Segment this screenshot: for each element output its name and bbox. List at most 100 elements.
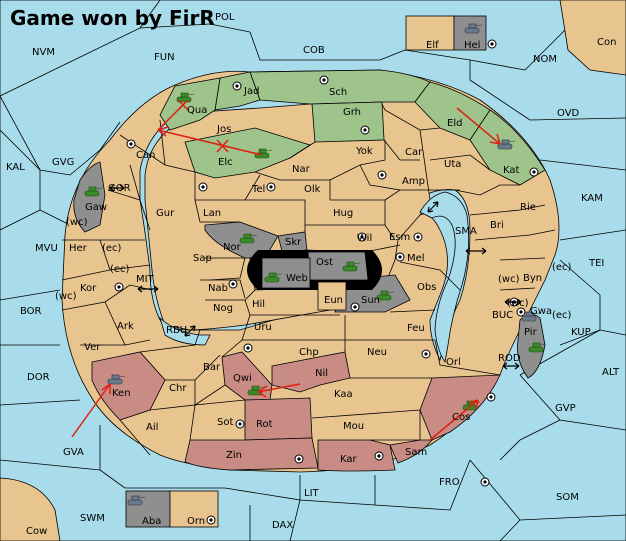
label-Yok: Yok — [355, 146, 373, 157]
label-ALT: ALT — [602, 367, 620, 378]
label-NOM: NOM — [533, 54, 557, 65]
region-Qua[interactable] — [159, 77, 221, 131]
region-labels: NVM FUN COB NOM Con OVD KAL GVG KAM MVU … — [6, 37, 620, 537]
region-Cos[interactable] — [419, 374, 501, 441]
label-Qua: Qua — [187, 105, 207, 116]
label-Esm: Esm — [389, 232, 410, 243]
label-wc: (wc) — [66, 217, 88, 228]
supply-center-Pir — [516, 307, 526, 317]
label-RBU: RBU — [166, 325, 187, 336]
tank-icon — [342, 261, 361, 272]
label-Chr: Chr — [169, 383, 187, 394]
tank-icon — [239, 233, 258, 244]
label-Sun: Sun — [361, 295, 380, 306]
label-Zin: Zin — [226, 450, 242, 461]
tank-icon — [376, 290, 395, 301]
label-Sot: Sot — [217, 417, 233, 428]
label-BUC: BUC — [492, 310, 513, 321]
label-Qwi: Qwi — [233, 373, 252, 384]
supply-center-Esm — [413, 232, 423, 242]
label-Hil: Hil — [252, 299, 265, 310]
tank-icon — [497, 139, 516, 150]
sma-channel — [419, 191, 470, 364]
label-wc: (wc) — [55, 291, 77, 302]
label-LIT: LIT — [304, 488, 320, 499]
label-KAL: KAL — [6, 162, 25, 173]
label-Ost: Ost — [316, 257, 333, 268]
tank-icon — [464, 23, 483, 34]
label-Gwa: Gwa — [530, 306, 552, 317]
label-Uru: Uru — [254, 322, 272, 333]
label-GOR: GOR — [108, 183, 131, 194]
label-Orl: Orl — [446, 357, 461, 368]
tank-icon — [84, 186, 103, 197]
label-wc: (wc) — [498, 274, 520, 285]
label-Feu: Feu — [407, 323, 425, 334]
label-Sap: Sap — [193, 253, 212, 264]
ring-borders — [61, 119, 556, 456]
label-SMA: SMA — [455, 226, 477, 237]
supply-center-Cos — [486, 392, 496, 402]
supply-center-Yok — [377, 170, 387, 180]
label-Sch: Sch — [329, 87, 347, 98]
label-Con: Con — [597, 37, 616, 48]
label-SWM: SWM — [80, 513, 105, 524]
region-Gaw[interactable] — [73, 161, 106, 233]
region-Sam[interactable] — [389, 439, 433, 464]
label-Grh: Grh — [343, 107, 361, 118]
label-Mel: Mel — [407, 253, 425, 264]
label-MIT: MIT — [136, 274, 155, 285]
label-Ken: Ken — [112, 388, 131, 399]
tank-icon — [264, 272, 283, 283]
label-Jos: Jos — [216, 124, 231, 135]
label-Ail: Ail — [146, 422, 158, 433]
region-Kar[interactable] — [317, 439, 396, 472]
label-KUP: KUP — [571, 327, 591, 338]
region-Eld[interactable] — [414, 81, 491, 141]
supply-center-Jad — [232, 81, 242, 91]
label-Kor: Kor — [80, 283, 97, 294]
label-Olk: Olk — [304, 184, 321, 195]
label-Obs: Obs — [417, 282, 436, 293]
label-SOM: SOM — [556, 492, 579, 503]
tank-icon — [528, 342, 547, 353]
label-Wil: Wil — [357, 233, 372, 244]
label-Ark: Ark — [117, 321, 134, 332]
region-Cow[interactable] — [0, 477, 61, 541]
label-Neu: Neu — [367, 347, 387, 358]
label-Nar: Nar — [292, 164, 311, 175]
label-Bri: Bri — [490, 220, 504, 231]
region-Hel[interactable] — [453, 15, 487, 51]
region-Elf[interactable] — [405, 15, 455, 51]
label-GVA: GVA — [63, 447, 84, 458]
label-Amp: Amp — [402, 176, 425, 187]
label-Tel: Tel — [251, 184, 265, 195]
label-Rot: Rot — [256, 419, 273, 430]
label-KAM: KAM — [581, 193, 603, 204]
label-Kat: Kat — [503, 165, 520, 176]
supply-center-FRO — [480, 477, 490, 487]
region-Con[interactable] — [559, 0, 626, 76]
label-Eld: Eld — [447, 118, 462, 129]
label-Hug: Hug — [333, 208, 353, 219]
supply-center-Hel — [487, 39, 497, 49]
label-Uta: Uta — [444, 159, 461, 170]
label-ec: (ec) — [552, 262, 572, 273]
order-arrows — [71, 99, 501, 441]
label-Gur: Gur — [156, 208, 175, 219]
supply-center-Sch — [319, 75, 329, 85]
tank-icon — [107, 374, 126, 385]
label-Car: Car — [405, 147, 423, 158]
label-Nor: Nor — [223, 242, 242, 253]
label-Bar: Bar — [203, 362, 221, 373]
region-Ken[interactable] — [91, 351, 166, 421]
label-DAX: DAX — [272, 520, 293, 531]
label-Chp: Chp — [299, 347, 319, 358]
label-Jad: Jad — [243, 86, 259, 97]
region-Zin[interactable] — [184, 437, 319, 471]
region-Elc[interactable] — [184, 127, 311, 179]
supply-center-Wil — [357, 232, 367, 242]
region-Eun[interactable] — [317, 281, 347, 311]
label-GVP: GVP — [555, 403, 576, 414]
